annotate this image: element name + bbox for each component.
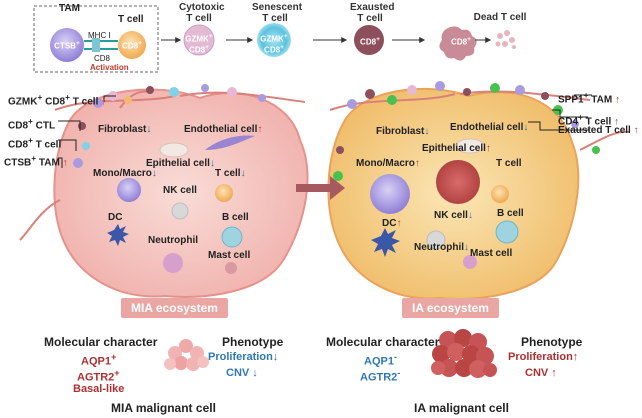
mia-neutro-label: Neutrophil (148, 235, 198, 246)
senescent-cell (257, 23, 291, 57)
cytotoxic-inner-label: GZMK+CD8+ (185, 33, 213, 55)
edge-cells (73, 81, 600, 181)
ia-tcell-cell (491, 185, 509, 203)
ia-molecular-title: Molecular character (326, 335, 440, 349)
senescent-inner-label: GZMK+CD8+ (260, 33, 288, 55)
tam-label: TAM (59, 3, 80, 14)
mia-bcell-cell (221, 226, 243, 248)
mia-mono-label: Mono/Macro↓ (93, 168, 157, 179)
ia-nk-cell (426, 230, 446, 250)
mia-tcell-label: T cell↓ (215, 168, 246, 179)
ia-mast-label: Mast cell (470, 248, 513, 259)
mia-basal: Basal-like (73, 383, 125, 395)
ia-fibroblast-label: Fibroblast↓ (376, 126, 430, 137)
ctsb-callout: CTSB+ TAM ↑ (4, 153, 68, 169)
progression-arrow (296, 176, 345, 200)
cd8-inner-label: CD8+ (122, 40, 142, 51)
mia-nk-cell (171, 202, 189, 220)
tam-cell (50, 28, 84, 62)
mia-nk-label: NK cell (163, 185, 197, 196)
mia-caption: MIA malignant cell (111, 401, 216, 415)
ia-agtr2: AGTR2- (360, 368, 401, 384)
ia-tcell-label: T cell (496, 158, 522, 169)
dead-label: Dead T cell (473, 12, 527, 23)
gzmk-callout: GZMK+ CD8+ T cell ↑ (8, 92, 107, 108)
mia-aqp1: AQP1+ (81, 352, 117, 368)
mia-mono-cell (117, 178, 141, 202)
mia-phenotype-title: Phenotype (222, 335, 284, 349)
exhausted-callout: Exausted T cell ↑ (558, 125, 639, 136)
callout-lines (58, 94, 592, 168)
ia-malignant-cell (436, 160, 480, 204)
ia-phenotype-title: Phenotype (521, 335, 583, 349)
mia-mast-label: Mast cell (208, 250, 251, 261)
ia-mono-label: Mono/Macro↑ (356, 158, 420, 169)
ia-mono-cell (370, 174, 410, 214)
ia-ecosystem-badge: IA ecosystem (402, 298, 499, 318)
ia-aqp1: AQP1- (364, 352, 398, 368)
ia-bcell-label: B cell (497, 208, 524, 219)
cd8t-callout: CD8+ T cell (8, 135, 62, 151)
mhc-label: MHC I (88, 31, 111, 40)
mia-tcell-cell (215, 184, 233, 202)
ctl-callout: CD8+ CTL (8, 116, 56, 132)
interaction-box (33, 5, 159, 73)
exhausted-cell (354, 25, 384, 55)
mia-fibroblast-label: Fibroblast↓ (98, 124, 152, 135)
mia-neutro-cell (163, 253, 183, 273)
ia-epithelial-cell (455, 138, 485, 154)
mia-dc-label: DC (108, 212, 123, 223)
mia-bcell-label: B cell (222, 212, 249, 223)
mia-ecosystem-badge: MIA ecosystem (121, 298, 228, 318)
mia-endothelial-label: Endothelial cell↑ (184, 124, 263, 135)
mia-prolif: Proliferation↓ (208, 351, 279, 363)
ia-epithelial-label: Epithelial cell↑ (422, 143, 491, 154)
spp1-callout: SPP1+ TAM ↑ (558, 90, 620, 106)
dead-fragments (495, 30, 516, 49)
mia-agtr2: AGTR2+ (77, 368, 120, 384)
dead-inner-label: CD8+ (451, 36, 471, 47)
ia-malignant-cluster (431, 329, 497, 378)
cytotoxic-cell (183, 24, 215, 56)
dead-cell (439, 26, 477, 61)
ia-neutro-cell (463, 255, 477, 269)
tcell-label: T cell (118, 14, 144, 25)
mia-epithelial-label: Epithelial cell↓ (146, 158, 215, 169)
tcell-cell (118, 31, 146, 59)
exhausted-inner-label: CD8+ (360, 36, 380, 47)
ia-dc-cell (371, 228, 400, 257)
mia-mast-cell (225, 262, 237, 274)
ia-bcell-cell (495, 220, 519, 244)
mia-endothelial-cell (205, 135, 255, 150)
cd4-callout: CD4+ T cell ↑ (558, 112, 620, 128)
ia-dc-label: DC↑ (382, 218, 402, 229)
ia-cnv: CNV ↑ (525, 367, 557, 379)
mia-cnv: CNV ↓ (226, 367, 258, 379)
ia-prolif: Proliferation↑ (508, 351, 579, 363)
cd8-receptor-label: CD8 (94, 54, 111, 63)
mia-dc-cell (107, 224, 129, 246)
ia-neutro-label: Neutrophil↓ (414, 242, 469, 253)
ctsb-inner-label: CTSB+ (54, 40, 80, 51)
ia-endothelial-label: Endothelial cell↓ (450, 122, 529, 133)
mia-molecular-title: Molecular character (44, 335, 158, 349)
mia-malignant-cluster (164, 339, 209, 371)
mia-epithelial-cell (159, 142, 189, 158)
ia-caption: IA malignant cell (414, 401, 509, 415)
ia-nk-label: NK cell↓ (434, 210, 473, 221)
activation-label: Activation (90, 63, 129, 72)
